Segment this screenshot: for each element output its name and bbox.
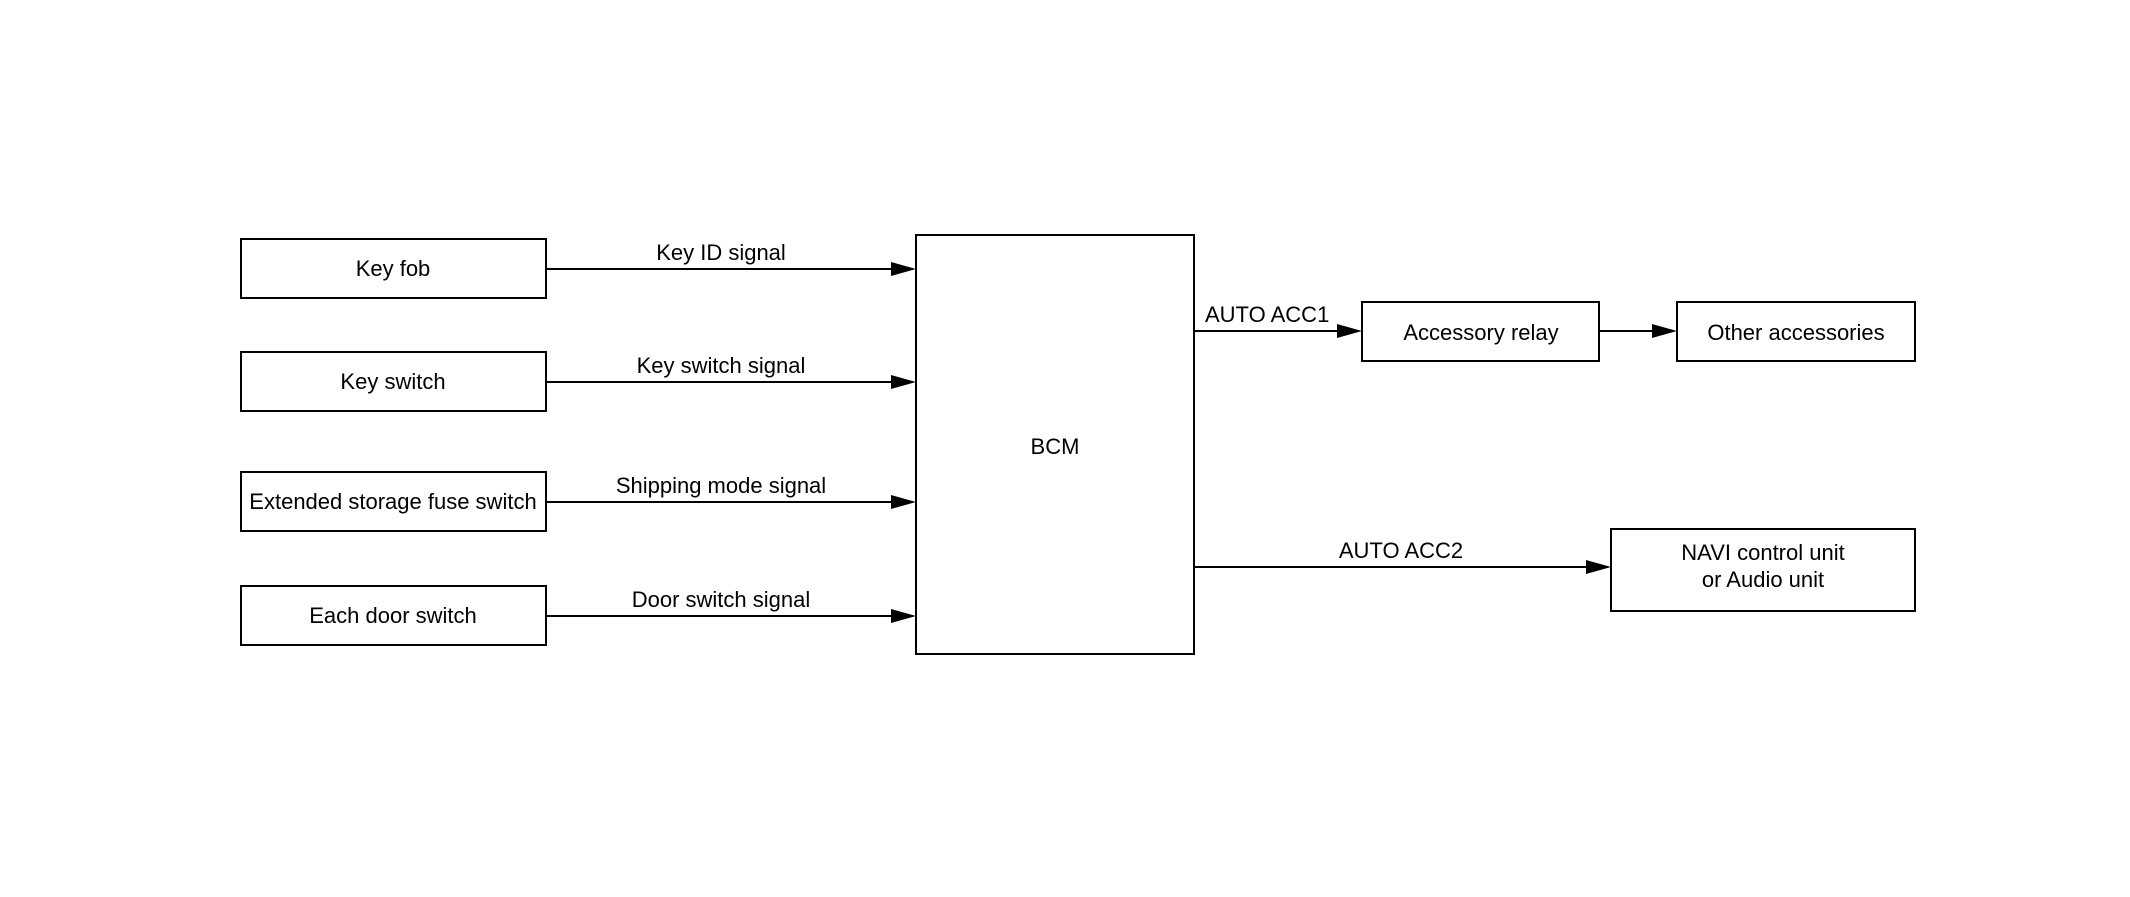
key-switch-block: Key switch — [240, 351, 547, 412]
accessory-relay-label: Accessory relay — [1403, 320, 1558, 345]
key-switch-box — [240, 351, 547, 412]
relay-to-accessories-arrowhead — [1652, 324, 1677, 338]
other-accessories-block: Other accessories — [1676, 301, 1916, 362]
fuse-switch-label: Extended storage fuse switch — [249, 489, 536, 514]
auto-acc2-arrowhead — [1586, 560, 1611, 574]
shipping-mode-signal-label: Shipping mode signal — [616, 473, 826, 498]
door-switch-signal-arrow: Door switch signal — [546, 587, 916, 623]
navi-control-unit-box — [1610, 528, 1916, 612]
fuse-switch-block: Extended storage fuse switch — [240, 471, 547, 532]
auto-acc2-label: AUTO ACC2 — [1339, 538, 1463, 563]
auto-acc1-arrowhead — [1337, 324, 1362, 338]
key-switch-signal-arrowhead — [891, 375, 916, 389]
key-switch-signal-arrow: Key switch signal — [546, 353, 916, 389]
key-switch-label: Key switch — [340, 369, 445, 394]
auto-acc2-arrow: AUTO ACC2 — [1194, 538, 1611, 574]
bcm-label: BCM — [1031, 434, 1080, 459]
key-id-signal-arrowhead — [891, 262, 916, 276]
other-accessories-box — [1676, 301, 1916, 362]
door-switch-signal-arrowhead — [891, 609, 916, 623]
accessory-relay-block: Accessory relay — [1361, 301, 1600, 362]
door-switch-block: Each door switch — [240, 585, 547, 646]
navi-control-unit-block: NAVI control unit or Audio unit — [1610, 528, 1916, 612]
key-fob-label: Key fob — [356, 256, 431, 281]
fuse-switch-box — [240, 471, 547, 532]
other-accessories-label: Other accessories — [1707, 320, 1884, 345]
auto-acc1-label: AUTO ACC1 — [1205, 302, 1329, 327]
navi-control-unit-label-line2: or Audio unit — [1702, 567, 1824, 592]
relay-to-accessories-arrow — [1599, 324, 1677, 338]
key-fob-box — [240, 238, 547, 299]
door-switch-label: Each door switch — [309, 603, 477, 628]
door-switch-signal-label: Door switch signal — [632, 587, 811, 612]
bcm-block: BCM — [915, 234, 1195, 655]
auto-acc1-arrow: AUTO ACC1 — [1194, 302, 1362, 338]
key-id-signal-arrow: Key ID signal — [546, 240, 916, 276]
key-fob-block: Key fob — [240, 238, 547, 299]
shipping-mode-signal-arrowhead — [891, 495, 916, 509]
bcm-box — [915, 234, 1195, 655]
key-id-signal-label: Key ID signal — [656, 240, 786, 265]
navi-control-unit-label-line1: NAVI control unit — [1681, 540, 1844, 565]
key-switch-signal-label: Key switch signal — [637, 353, 806, 378]
shipping-mode-signal-arrow: Shipping mode signal — [546, 473, 916, 509]
